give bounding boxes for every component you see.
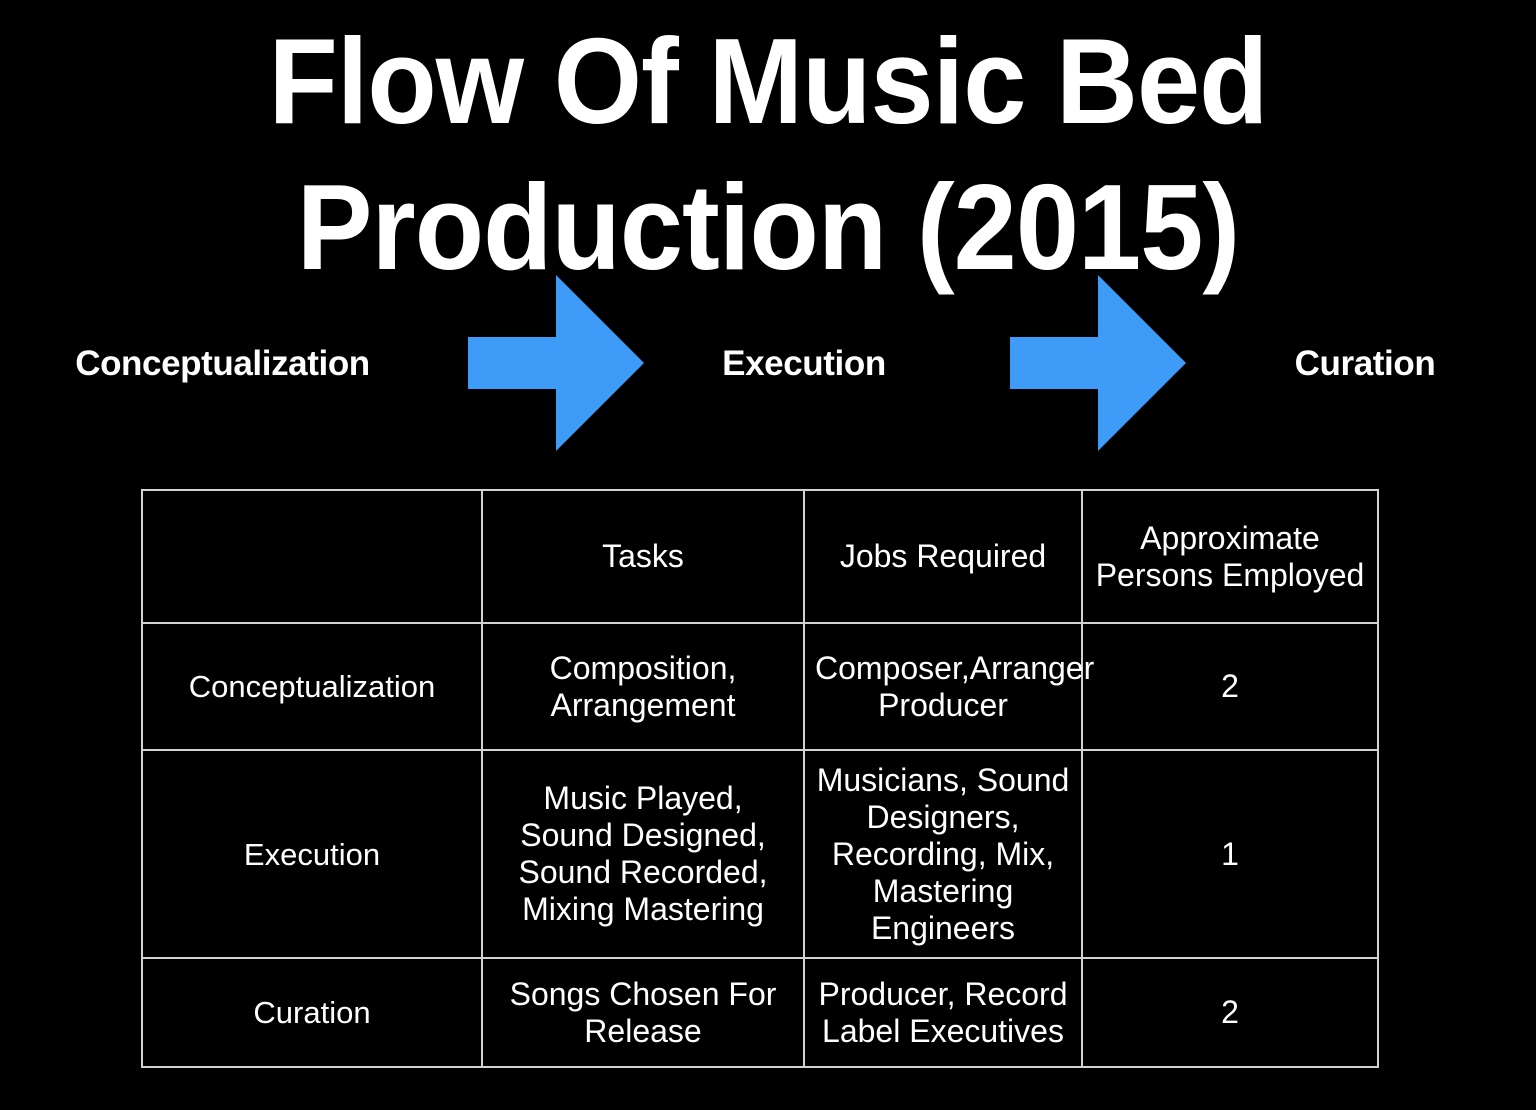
table-cell-tasks: Composition, Arrangement — [481, 622, 805, 751]
table-cell-tasks: Songs Chosen For Release — [481, 957, 805, 1068]
title-line-2: Production (2015) — [296, 159, 1240, 295]
flow-diagram: Conceptualization Execution Curation — [0, 275, 1536, 453]
table-header-cell-persons: Approximate Persons Employed — [1081, 489, 1379, 624]
flow-step-execution: Execution — [648, 275, 960, 453]
table-cell-stage: Conceptualization — [141, 622, 483, 751]
table-header-row: Tasks Jobs Required Approximate Persons … — [141, 489, 1379, 624]
table-cell-jobs: Musicians, Sound Designers, Recording, M… — [803, 749, 1083, 959]
arrow-right-icon-2 — [1010, 275, 1186, 451]
table-cell-stage: Curation — [141, 957, 483, 1068]
table-cell-stage: Execution — [141, 749, 483, 959]
table-row: Execution Music Played, Sound Designed, … — [141, 749, 1379, 959]
table-cell-tasks: Music Played, Sound Designed, Sound Reco… — [481, 749, 805, 959]
table-cell-jobs: Composer,Arranger Producer — [803, 622, 1094, 751]
table-row: Curation Songs Chosen For Release Produc… — [141, 957, 1379, 1068]
page-title: Flow Of Music Bed Production (2015) — [0, 8, 1536, 300]
table-cell-persons: 2 — [1081, 957, 1379, 1068]
table-header-cell-jobs: Jobs Required — [803, 489, 1083, 624]
table-cell-persons: 1 — [1081, 749, 1379, 959]
table-header-cell-blank — [141, 489, 483, 624]
flow-step-label: Conceptualization — [75, 344, 370, 383]
production-stages-table: Tasks Jobs Required Approximate Persons … — [141, 489, 1379, 1068]
table-cell-persons: 2 — [1081, 622, 1379, 751]
table-row: Conceptualization Composition, Arrangeme… — [141, 622, 1379, 751]
flow-step-label: Curation — [1294, 344, 1436, 383]
flow-step-label: Execution — [722, 344, 886, 383]
flow-step-curation: Curation — [1205, 275, 1525, 453]
flow-step-conceptualization: Conceptualization — [10, 275, 435, 453]
title-line-1: Flow Of Music Bed — [268, 13, 1268, 149]
table-header-cell-tasks: Tasks — [481, 489, 805, 624]
table-cell-jobs: Producer, Record Label Executives — [803, 957, 1083, 1068]
arrow-right-icon-1 — [468, 275, 644, 451]
